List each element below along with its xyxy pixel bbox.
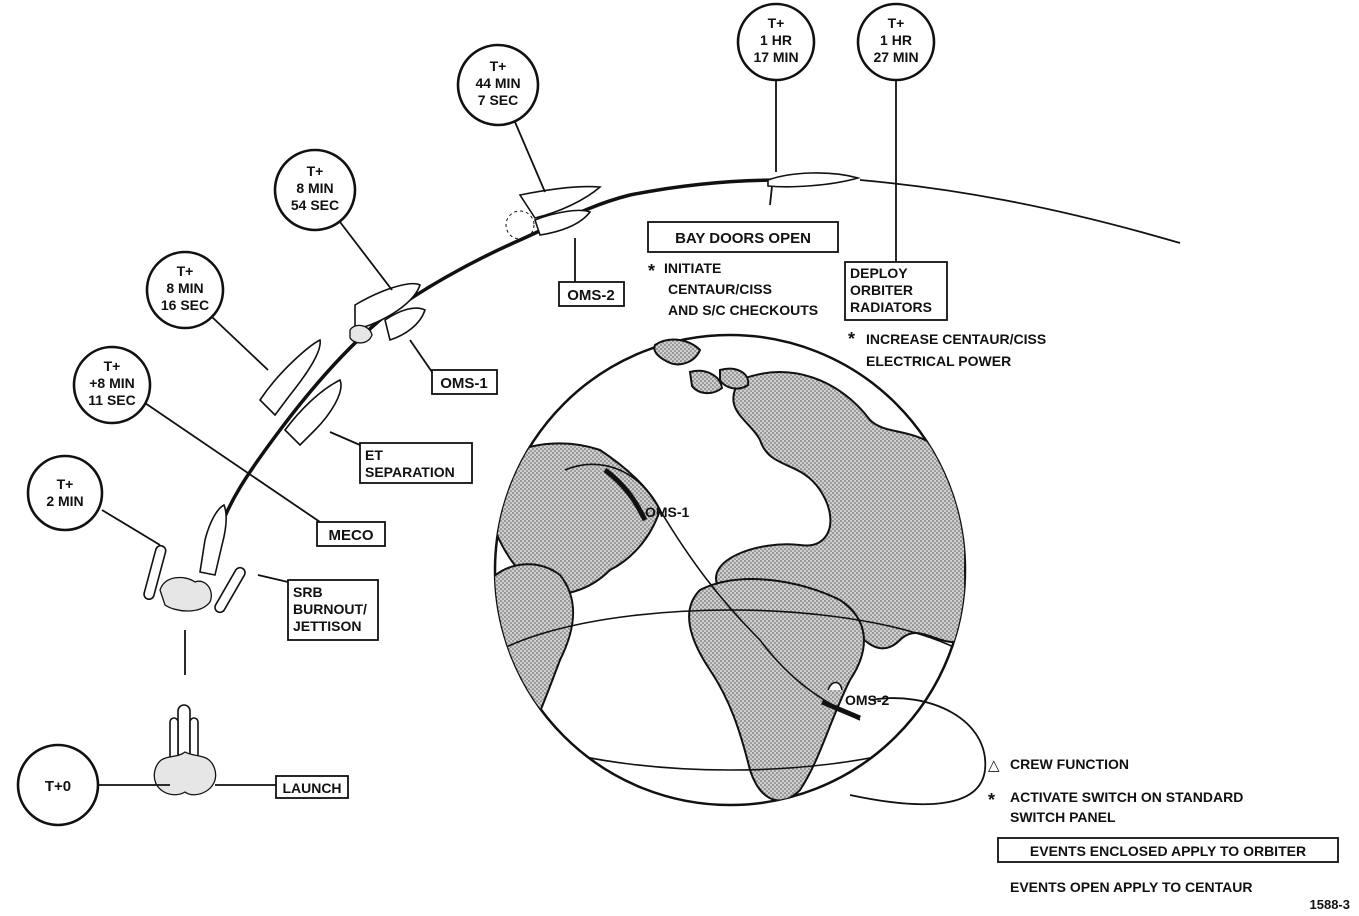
legend-open: EVENTS OPEN APPLY TO CENTAUR [1010,879,1252,895]
asterisk-icon: * [648,261,655,281]
srb-line1: SRB [293,584,323,600]
figure-number: 1588-3 [1310,897,1350,911]
legend-switch-line1: ACTIVATE SWITCH ON STANDARD [1010,789,1243,805]
event-initiate-checkouts: * INITIATE CENTAUR/CISS AND S/C CHECKOUT… [648,260,818,318]
event-oms2: OMS-2 [558,238,625,307]
t447-line2: 44 MIN [475,75,520,91]
t811-line3: 11 SEC [88,392,135,408]
t854-line2: 8 MIN [296,180,333,196]
t127-line1: T+ [888,15,905,31]
orbiting-shuttle-icon [767,172,861,206]
t447-line1: T+ [490,58,507,74]
event-meco: MECO [316,521,386,547]
time-marker-t1hr17min: T+ 1 HR 17 MIN [736,2,816,172]
et-sep-line1: ET [365,447,383,463]
t127-line3: 27 MIN [873,49,918,65]
time-marker-t1hr27min: T+ 1 HR 27 MIN [856,2,936,262]
t0-line1: T+0 [45,778,71,795]
event-launch: LAUNCH [215,775,349,799]
t127-line2: 1 HR [880,32,912,48]
event-increase-power: * INCREASE CENTAUR/CISS ELECTRICAL POWER [848,329,1046,369]
oms2-label: OMS-2 [567,287,615,304]
legend: △ CREW FUNCTION * ACTIVATE SWITCH ON STA… [988,756,1339,895]
time-marker-t44min7sec: T+ 44 MIN 7 SEC [456,43,546,193]
t117-line2: 1 HR [760,32,792,48]
t811-line1: T+ [104,358,121,374]
earth-globe [493,333,987,807]
time-marker-t8min16sec: T+ 8 MIN 16 SEC [145,250,269,371]
launch-label: LAUNCH [282,780,341,796]
shuttle-on-pad-icon [153,704,217,796]
initiate-line2: CENTAUR/CISS [668,281,772,297]
legend-crew-function: CREW FUNCTION [1010,756,1129,772]
legend-switch-line2: SWITCH PANEL [1010,809,1116,825]
asterisk-icon: * [988,790,995,810]
srb-line3: JETTISON [293,618,361,634]
event-oms1: OMS-1 [409,339,498,395]
initiate-line1: INITIATE [664,260,721,276]
t117-line3: 17 MIN [753,49,798,65]
t816-line1: T+ [177,263,194,279]
srb-line2: BURNOUT/ [293,601,367,617]
time-marker-t8min11sec: T+ +8 MIN 11 SEC [72,345,321,523]
deploy-line1: DEPLOY [850,265,908,281]
et-separation-shuttle-icon [258,338,342,447]
increase-line2: ELECTRICAL POWER [866,353,1011,369]
t816-line2: 8 MIN [166,280,203,296]
t854-line3: 54 SEC [291,197,339,213]
oms1-label: OMS-1 [440,375,488,392]
oms1-shuttle-icon [349,282,426,344]
asterisk-icon: * [848,329,855,349]
event-deploy-radiators: DEPLOY ORBITER RADIATORS [844,261,948,321]
globe-oms2-label: OMS-2 [845,692,890,708]
triangle-icon: △ [988,757,1000,774]
meco-label: MECO [329,527,374,544]
deploy-line3: RADIATORS [850,299,932,315]
t811-line2: +8 MIN [89,375,135,391]
bay-doors-label: BAY DOORS OPEN [675,230,811,247]
globe-oms1-label: OMS-1 [645,504,690,520]
t2-line2: 2 MIN [46,493,83,509]
t816-line3: 16 SEC [161,297,209,313]
deploy-line2: ORBITER [850,282,913,298]
t447-line3: 7 SEC [478,92,518,108]
et-sep-line2: SEPARATION [365,464,455,480]
initiate-line3: AND S/C CHECKOUTS [668,302,818,318]
event-bay-doors-open: BAY DOORS OPEN [647,221,839,253]
t854-line1: T+ [307,163,324,179]
time-marker-t8min54sec: T+ 8 MIN 54 SEC [273,148,393,291]
oms2-shuttle-icon [505,185,602,240]
time-marker-t2min: T+ 2 MIN [26,454,161,546]
legend-enclosed: EVENTS ENCLOSED APPLY TO ORBITER [1030,843,1306,859]
time-marker-t0: T+0 [16,743,170,827]
increase-line1: INCREASE CENTAUR/CISS [866,331,1046,347]
t117-line1: T+ [768,15,785,31]
event-et-separation: ET SEPARATION [329,431,473,484]
event-srb-jettison: SRB BURNOUT/ JETTISON [257,574,379,641]
srb-jettison-shuttle-icon [143,503,246,614]
t2-line1: T+ [57,476,74,492]
